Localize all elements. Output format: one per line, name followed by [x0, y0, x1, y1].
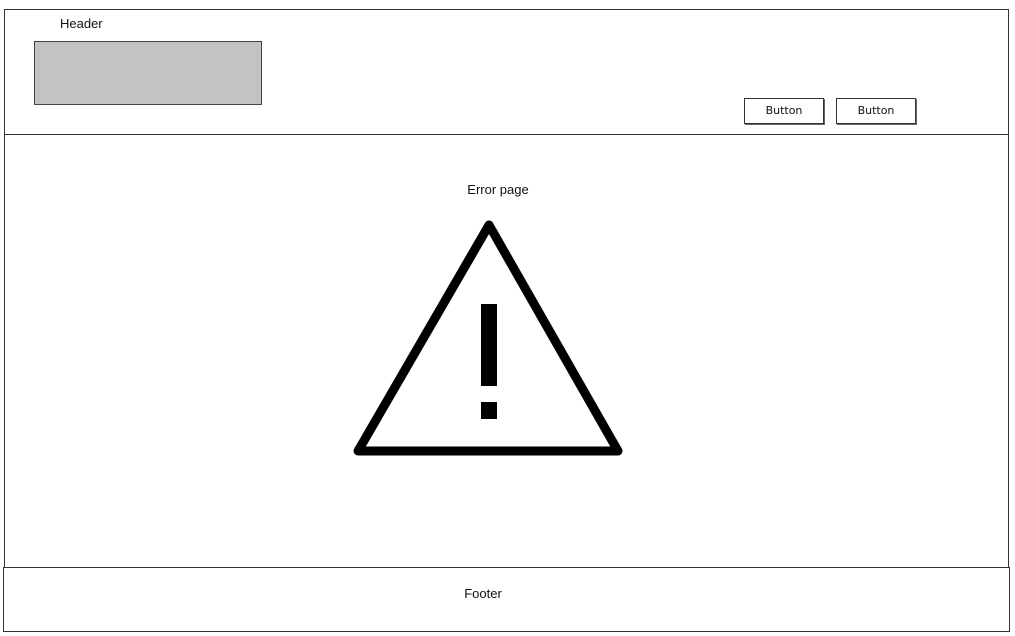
main-content: Error page	[4, 135, 1009, 568]
logo-image-placeholder	[34, 41, 262, 105]
header-label: Header	[60, 16, 103, 31]
page-header: Header Button Button	[4, 9, 1009, 135]
header-button-1[interactable]: Button	[744, 98, 824, 124]
page-title: Error page	[467, 182, 529, 197]
page-footer: Footer	[3, 567, 1010, 632]
warning-triangle-icon	[353, 220, 623, 456]
footer-label: Footer	[464, 586, 502, 601]
header-button-2[interactable]: Button	[836, 98, 916, 124]
